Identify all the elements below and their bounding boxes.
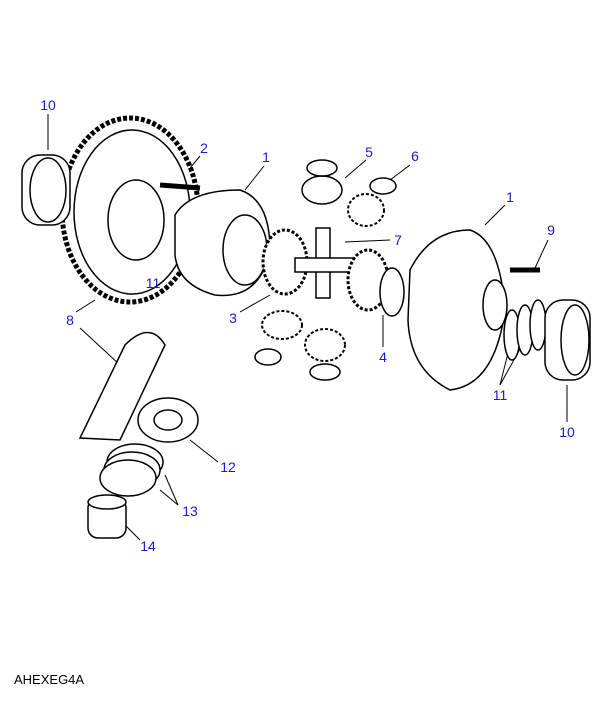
diff-case-right — [407, 229, 508, 391]
diff-case-left — [174, 189, 271, 297]
bolt — [159, 182, 201, 191]
callout-4: 4 — [379, 349, 387, 365]
bearing-right — [544, 299, 591, 381]
pinion-bearing — [137, 397, 199, 443]
callout-2: 2 — [200, 140, 208, 156]
callout-3: 3 — [229, 310, 237, 326]
callout-11: 11 — [492, 387, 508, 403]
callout-5: 5 — [365, 144, 373, 160]
shims-pinion — [99, 443, 164, 497]
diagram-code: AHEXEG4A — [14, 672, 85, 687]
callout-10: 10 — [40, 97, 56, 113]
callout-10: 10 — [559, 424, 575, 440]
callout-12: 12 — [220, 459, 236, 475]
thrust-washer — [379, 267, 405, 317]
callout-8: 8 — [66, 312, 74, 328]
callout-6: 6 — [411, 148, 419, 164]
collapsible-spacer — [87, 494, 127, 539]
callout-9: 9 — [547, 222, 555, 238]
planet-gears — [254, 159, 397, 381]
callout-14: 14 — [140, 538, 156, 554]
callout-1: 1 — [506, 189, 514, 205]
leader-lines — [47, 114, 568, 541]
shims-right — [503, 299, 547, 361]
callout-11: 11 — [145, 275, 161, 291]
callout-7: 7 — [394, 232, 402, 248]
pinion-shaft — [78, 331, 166, 441]
callout-1: 1 — [262, 149, 270, 165]
callout-13: 13 — [182, 503, 198, 519]
cross-shaft — [294, 227, 356, 299]
bearing-left — [21, 154, 71, 226]
